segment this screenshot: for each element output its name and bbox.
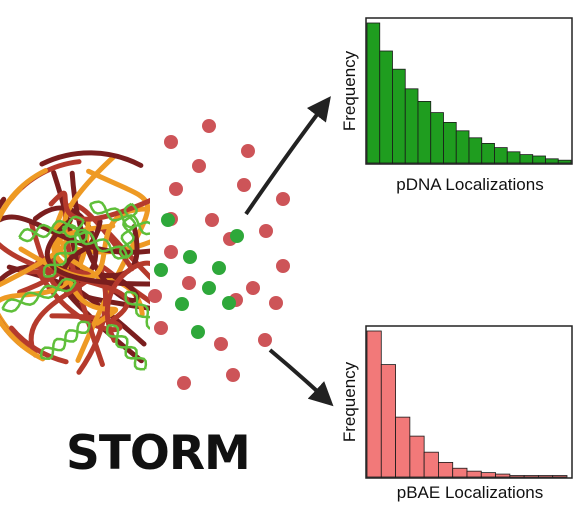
polymer-strand bbox=[0, 316, 46, 362]
arrow-icon bbox=[244, 96, 331, 216]
pdna-localization-dot bbox=[161, 213, 175, 227]
pbae-localization-dot bbox=[246, 281, 260, 295]
pbae-localization-dot bbox=[164, 245, 178, 259]
dna-helix bbox=[89, 200, 150, 236]
pbae-localization-dot bbox=[258, 333, 272, 347]
pdna-localization-dot bbox=[183, 250, 197, 264]
pbae-bar bbox=[523, 475, 539, 478]
pdna-bar bbox=[379, 50, 393, 164]
pbae-localization-dot bbox=[148, 289, 162, 303]
dna-helix bbox=[126, 290, 150, 319]
pbae-localization-dot bbox=[276, 259, 290, 273]
pbae-bar bbox=[395, 416, 411, 478]
polymer-strand bbox=[39, 150, 144, 168]
pbae-bar bbox=[495, 473, 511, 478]
polyplex-icon bbox=[0, 150, 150, 375]
pdna-y-axis-label: Frequency bbox=[340, 50, 359, 131]
pdna-bar bbox=[455, 130, 470, 164]
pbae-bar bbox=[466, 470, 482, 478]
pbae-localization-dot bbox=[259, 224, 273, 238]
pdna-localization-dot bbox=[154, 263, 168, 277]
pdna-localization-dot bbox=[222, 296, 236, 310]
arrow-icon bbox=[268, 348, 334, 407]
localization-dots bbox=[148, 119, 290, 390]
polymer-strand bbox=[9, 325, 69, 365]
dna-helix bbox=[1, 281, 77, 310]
pdna-bar bbox=[545, 158, 559, 164]
pbae-localization-dot bbox=[276, 192, 290, 206]
pbae-bar bbox=[438, 461, 454, 478]
pbae-bar bbox=[552, 475, 568, 478]
pdna-bar bbox=[468, 137, 483, 164]
pdna-localization-dot bbox=[230, 229, 244, 243]
pbae-bars bbox=[366, 330, 568, 478]
dna-helix bbox=[39, 322, 91, 358]
pdna-localization-dot bbox=[175, 297, 189, 311]
polymer-strand bbox=[8, 159, 82, 202]
pbae-bar bbox=[480, 472, 496, 478]
pbae-x-axis-label: pBAE Localizations bbox=[397, 483, 543, 502]
polymer-strand bbox=[35, 269, 123, 333]
pbae-localization-dot bbox=[182, 276, 196, 290]
pbae-bar bbox=[366, 330, 382, 478]
pdna-bar bbox=[557, 159, 572, 164]
pbae-bar bbox=[423, 451, 439, 478]
storm-title: STORM bbox=[66, 426, 251, 481]
pbae-bar bbox=[538, 475, 554, 478]
pbae-localization-dot bbox=[226, 368, 240, 382]
pdna-bar bbox=[506, 151, 521, 164]
pdna-bars bbox=[366, 22, 572, 164]
dna-helix bbox=[107, 324, 146, 371]
pdna-bar bbox=[443, 122, 457, 164]
pdna-bar bbox=[430, 112, 444, 164]
polymer-strand bbox=[48, 190, 150, 222]
polymer-strand bbox=[0, 186, 23, 222]
pbae-localization-dot bbox=[192, 159, 206, 173]
pbae-localization-dot bbox=[169, 182, 183, 196]
pdna-localization-dot bbox=[202, 281, 216, 295]
pdna-bar bbox=[417, 101, 432, 164]
pbae-bar bbox=[452, 467, 468, 478]
pbae-localization-dot bbox=[237, 178, 251, 192]
dna-helix bbox=[18, 219, 85, 239]
polymer-strand bbox=[104, 260, 150, 343]
pdna-bar bbox=[392, 68, 406, 164]
pbae-localization-dot bbox=[269, 296, 283, 310]
pbae-localization-dot bbox=[202, 119, 216, 133]
pdna-bar bbox=[404, 88, 419, 164]
pbae-y-axis-label: Frequency bbox=[340, 361, 359, 442]
pbae-localization-dot bbox=[214, 337, 228, 351]
pdna-histogram: Frequency pDNA Localizations bbox=[340, 17, 573, 194]
pdna-bar bbox=[519, 154, 534, 164]
pbae-bar bbox=[409, 435, 425, 478]
pdna-localization-dot bbox=[212, 261, 226, 275]
pbae-localization-dot bbox=[177, 376, 191, 390]
pbae-localization-dot bbox=[154, 321, 168, 335]
pbae-localization-dot bbox=[205, 213, 219, 227]
pbae-localization-dot bbox=[164, 135, 178, 149]
pdna-bar bbox=[494, 147, 508, 164]
pbae-histogram: Frequency pBAE Localizations bbox=[340, 325, 573, 502]
pdna-bar bbox=[532, 155, 546, 164]
pdna-bar bbox=[481, 142, 495, 164]
pbae-bar bbox=[380, 364, 396, 478]
pdna-x-axis-label: pDNA Localizations bbox=[396, 175, 543, 194]
pdna-bar bbox=[366, 22, 381, 164]
pdna-localization-dot bbox=[191, 325, 205, 339]
pbae-bar bbox=[509, 475, 525, 478]
pbae-localization-dot bbox=[241, 144, 255, 158]
